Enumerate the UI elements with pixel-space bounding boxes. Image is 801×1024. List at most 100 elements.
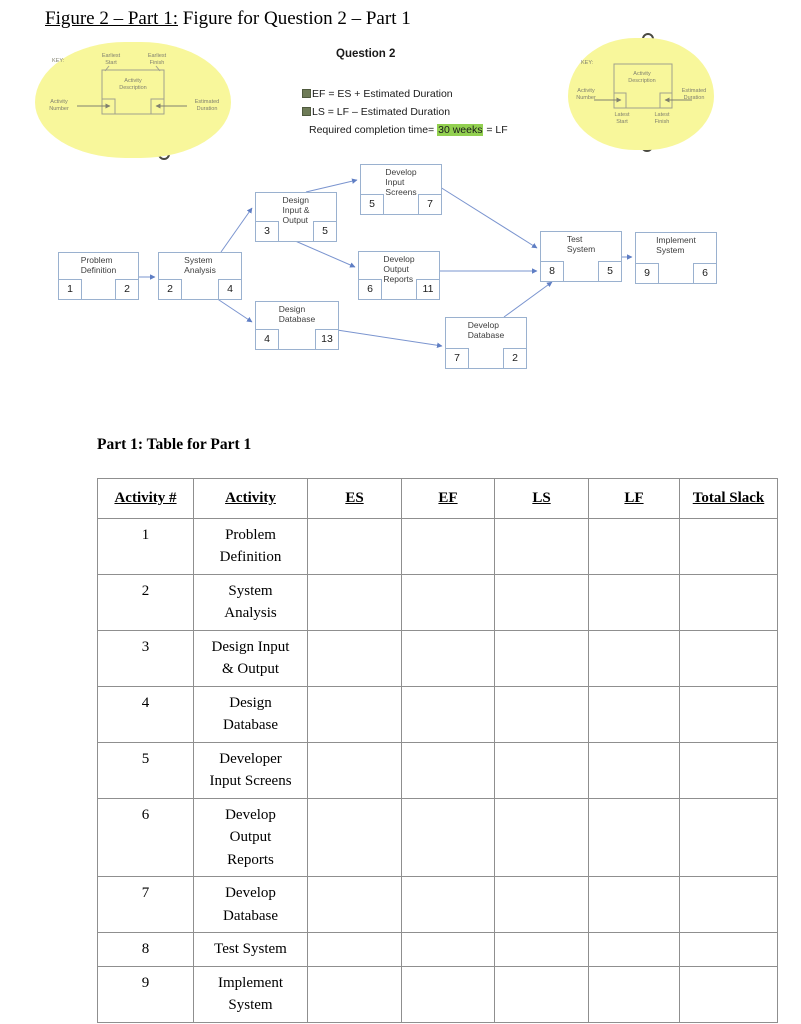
required-completion-line: Required completion time= 30 weeks = LF (302, 121, 508, 139)
node-duration: 11 (416, 279, 440, 300)
node-title: Develop Input Screens (385, 167, 417, 198)
node-design-input-output: Design Input & Output 3 5 (255, 192, 337, 242)
col-header-lf: LF (588, 478, 680, 519)
node-design-database: Design Database 4 13 (255, 301, 339, 350)
cell-es (307, 517, 402, 575)
cell-lf (588, 932, 680, 967)
node-duration: 5 (598, 261, 622, 282)
edge-5-8 (439, 186, 538, 249)
page-title-underlined: Figure 2 – Part 1: (45, 8, 178, 29)
table-section-heading: Part 1: Table for Part 1 (97, 436, 252, 453)
node-title: System Analysis (184, 255, 216, 276)
cell-slack (679, 932, 778, 967)
square-bullet-icon (302, 107, 311, 116)
required-prefix: Required completion time= (309, 124, 438, 136)
cell-lf (588, 741, 680, 799)
node-test-system: Test System 8 5 (540, 231, 622, 282)
edge-3-6 (292, 239, 356, 268)
node-duration: 7 (418, 194, 442, 215)
cell-es (307, 741, 402, 799)
cell-activity-num: 6 (97, 797, 194, 877)
cell-slack (679, 629, 778, 687)
node-develop-input-screens: Develop Input Screens 5 7 (360, 164, 442, 215)
key-left-estimated-duration: Estimated Duration (194, 99, 220, 112)
cell-ls (494, 573, 589, 631)
node-number: 5 (360, 194, 384, 215)
table-header-row: Activity # Activity ES EF LS LF Total Sl… (97, 478, 778, 519)
required-highlight: 30 weeks (437, 124, 484, 136)
cell-ef (401, 965, 495, 1023)
key-right-label: KEY: (581, 60, 594, 66)
page-title-rest: Figure for Question 2 – Part 1 (178, 8, 411, 29)
cell-lf (588, 965, 680, 1023)
node-title: Develop Database (467, 320, 505, 341)
cell-slack (679, 965, 778, 1023)
edge-2-4 (215, 297, 253, 323)
cell-lf (588, 573, 680, 631)
formula-ef: EF = ES + Estimated Duration (302, 85, 508, 103)
cell-es (307, 629, 402, 687)
table-row: 2 System Analysis (97, 573, 778, 631)
cell-es (307, 965, 402, 1023)
cell-slack (679, 741, 778, 799)
node-number: 6 (358, 279, 382, 300)
cell-es (307, 932, 402, 967)
node-develop-database: Develop Database 7 2 (445, 317, 527, 369)
cell-activity-num: 1 (97, 517, 194, 575)
node-duration: 4 (218, 279, 242, 300)
cell-es (307, 573, 402, 631)
edge-7-8 (503, 281, 553, 318)
node-number: 3 (255, 221, 279, 242)
cell-lf (588, 685, 680, 743)
table-row: 8 Test System (97, 932, 778, 967)
cell-activity: Develop Database (193, 876, 308, 933)
cell-activity: Test System (193, 932, 308, 967)
node-develop-output-reports: Develop Output Reports 6 11 (358, 251, 440, 300)
cell-slack (679, 685, 778, 743)
node-title: Design Input & Output (282, 195, 310, 226)
node-title: Problem Definition (80, 255, 117, 276)
node-number: 8 (540, 261, 564, 282)
cell-es (307, 876, 402, 933)
key-legend-right: KEY: Activity Description Activity Numbe… (568, 38, 714, 150)
table-row: 1 Problem Definition (97, 517, 778, 575)
node-number: 7 (445, 348, 469, 369)
cell-ls (494, 797, 589, 877)
cell-es (307, 797, 402, 877)
cell-ef (401, 629, 495, 687)
node-number: 2 (158, 279, 182, 300)
cell-ls (494, 629, 589, 687)
square-bullet-icon (302, 89, 311, 98)
question-formulas: EF = ES + Estimated Duration LS = LF – E… (302, 85, 508, 139)
cell-ef (401, 573, 495, 631)
key-right-activity-number: Activity Number (576, 88, 596, 101)
key-right-activity-description: Activity Description (628, 71, 656, 84)
col-header-ef: EF (401, 478, 495, 519)
node-duration: 13 (315, 329, 339, 350)
node-implement-system: Implement System 9 6 (635, 232, 717, 284)
cell-activity: Problem Definition (193, 517, 308, 575)
node-system-analysis: System Analysis 2 4 (158, 252, 242, 300)
required-suffix: = LF (483, 124, 508, 136)
cell-ef (401, 797, 495, 877)
table-row: 6 Develop Output Reports (97, 797, 778, 877)
table-row: 3 Design Input & Output (97, 629, 778, 687)
key-right-latest-start: Latest Start (614, 112, 630, 125)
cell-activity: Design Input & Output (193, 629, 308, 687)
cell-ef (401, 932, 495, 967)
node-duration: 2 (503, 348, 527, 369)
cell-activity: Develop Output Reports (193, 797, 308, 877)
cell-activity-num: 2 (97, 573, 194, 631)
table-row: 5 Developer Input Screens (97, 741, 778, 799)
cell-slack (679, 573, 778, 631)
node-problem-definition: Problem Definition 1 2 (58, 252, 139, 300)
page-title: Figure 2 – Part 1: Figure for Question 2… (45, 8, 411, 30)
cell-ls (494, 741, 589, 799)
cell-lf (588, 876, 680, 933)
cell-slack (679, 517, 778, 575)
key-left-activity-description: Activity Description (119, 78, 147, 91)
table-row: 4 Design Database (97, 685, 778, 743)
node-number: 9 (635, 263, 659, 284)
cell-ls (494, 517, 589, 575)
cell-ef (401, 685, 495, 743)
